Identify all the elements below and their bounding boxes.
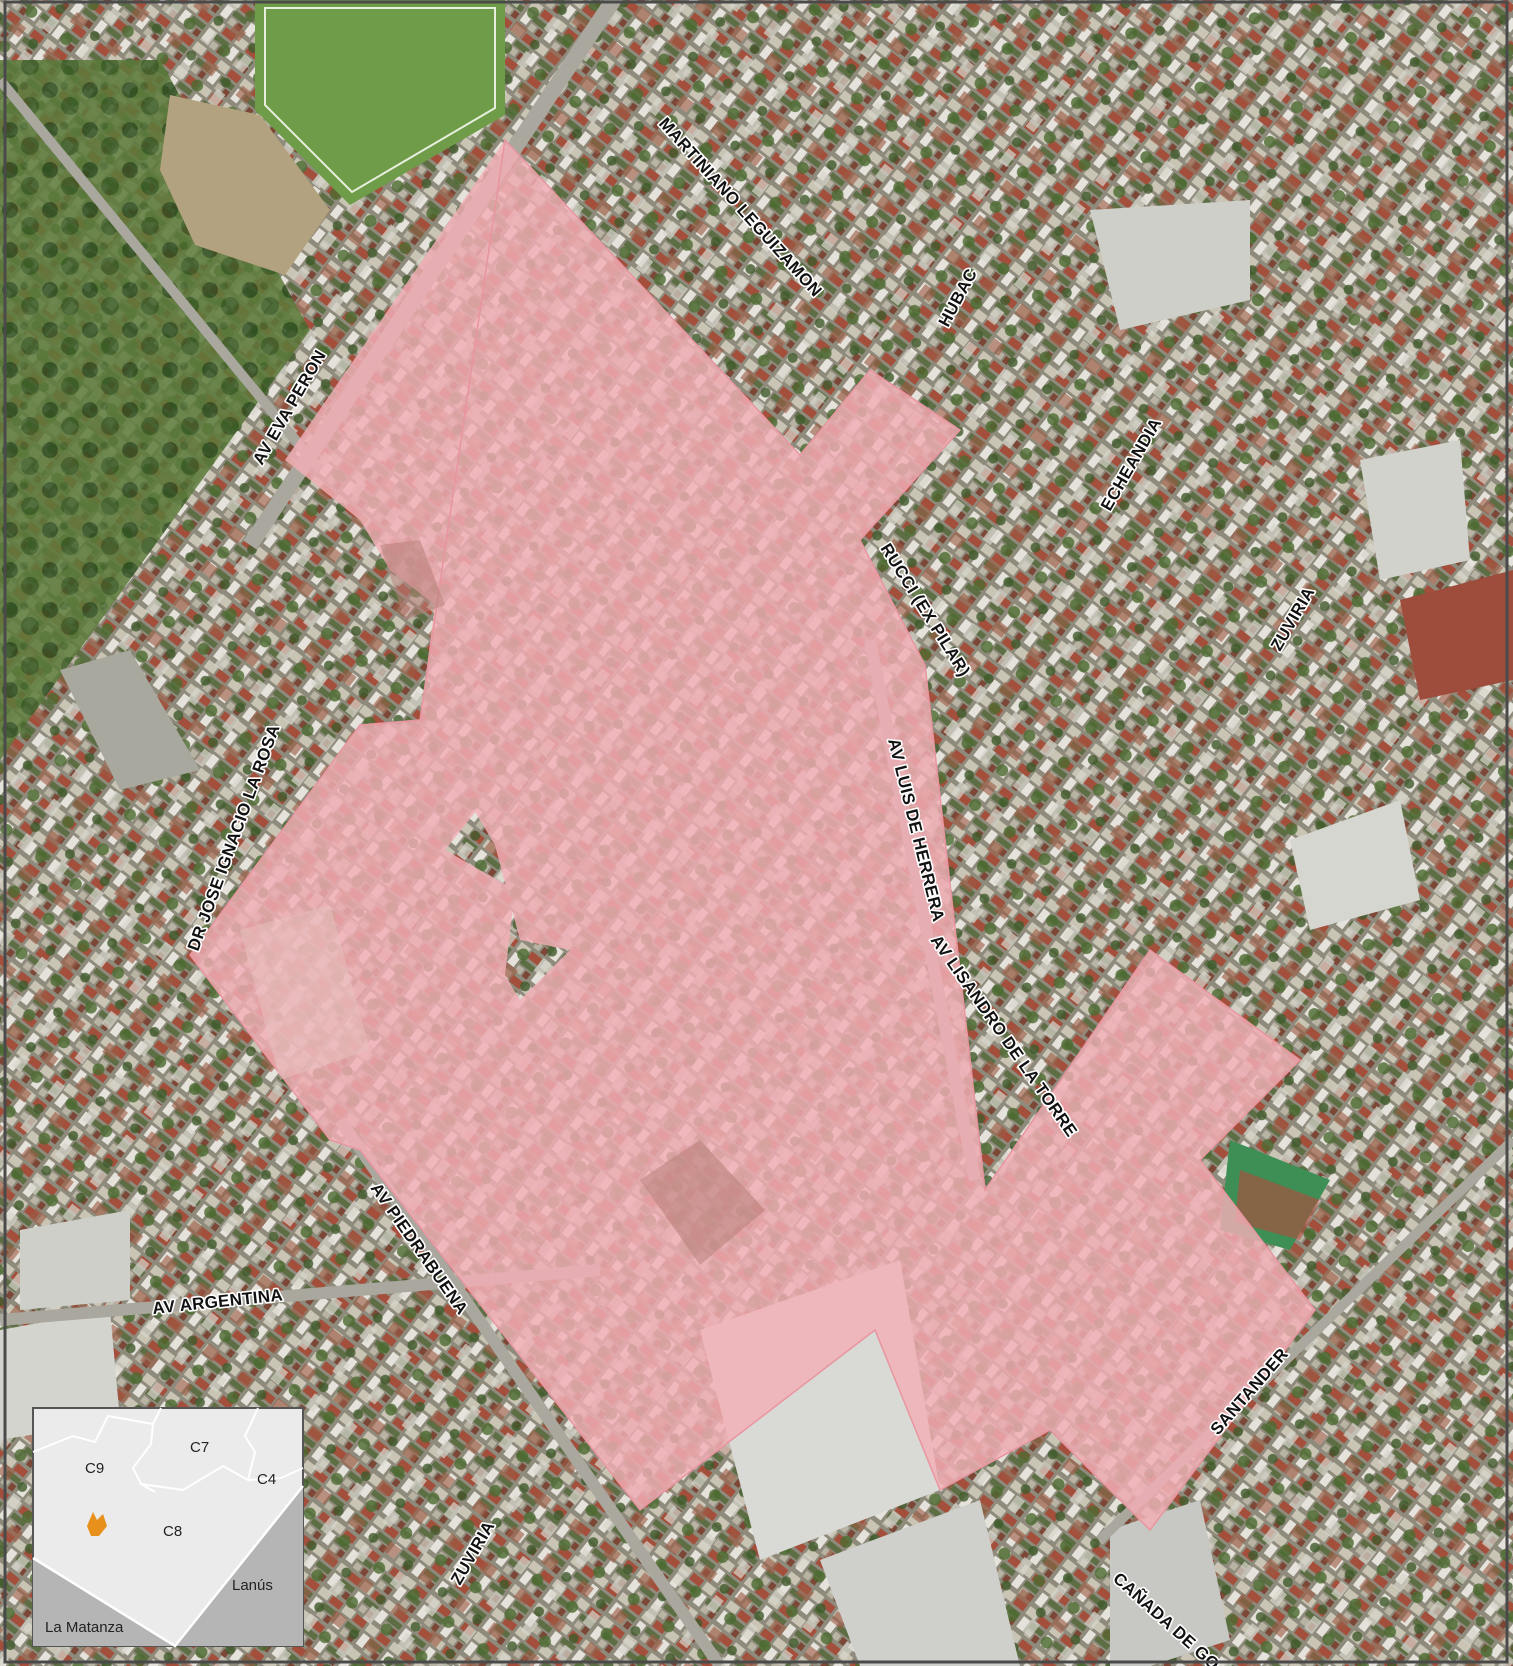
inset-label-c7: C7 — [190, 1439, 209, 1456]
inset-label-c8: C8 — [163, 1523, 182, 1540]
interior-lot — [640, 1140, 765, 1265]
inset-label-lanus: Lanús — [232, 1577, 273, 1594]
highlighted-zone[interactable] — [190, 140, 1315, 1530]
map-frame — [3, 0, 1509, 1664]
interior-track — [240, 905, 370, 1080]
inset-zone-highlight — [87, 1512, 107, 1536]
zone-outline — [189, 138, 1316, 1532]
inset-label-c9: C9 — [85, 1460, 104, 1477]
inset-locator-map[interactable]: C9 C7 C4 C8 Lanús La Matanza — [32, 1407, 304, 1648]
inset-label-la-matanza: La Matanza — [45, 1619, 124, 1636]
interior-lot — [380, 540, 445, 620]
inset-label-c4: C4 — [257, 1471, 276, 1488]
